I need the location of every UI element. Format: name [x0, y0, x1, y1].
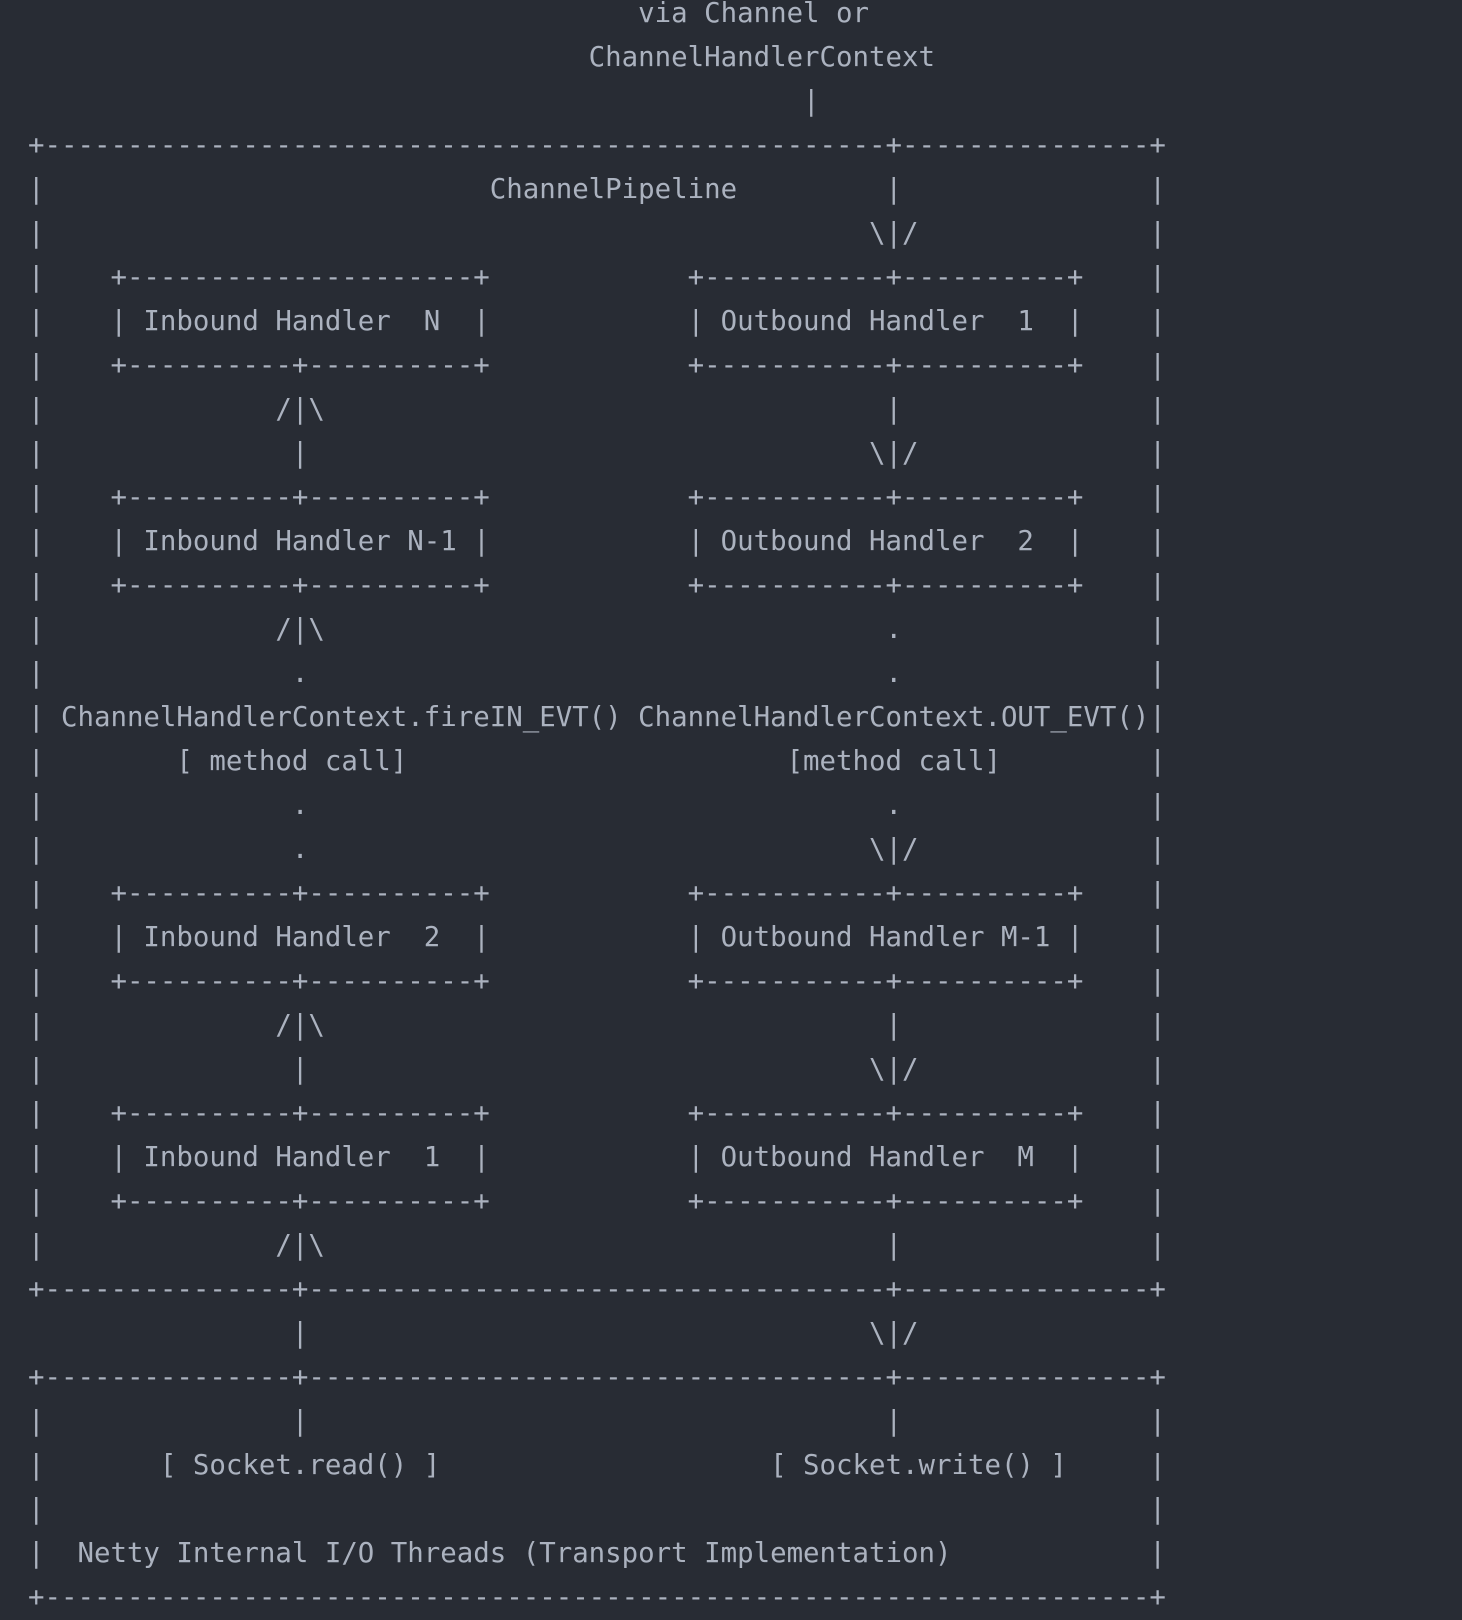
method-call-label: | [ method call] [method call] |	[28, 746, 1166, 777]
handler-box-border: | +----------+----------+ +-----------+-…	[28, 570, 1166, 601]
diagram-line: |	[28, 86, 820, 117]
io-threads-bottom-border: +---------------------------------------…	[28, 1582, 1166, 1613]
diagram-arrow-line: | | \|/ |	[28, 1054, 1166, 1085]
handler-box-border: | +---------------------+ +-----------+-…	[28, 262, 1166, 293]
handler-box-label: | | Inbound Handler N | | Outbound Handl…	[28, 306, 1166, 337]
handler-box-label: | | Inbound Handler 2 | | Outbound Handl…	[28, 922, 1166, 953]
diagram-arrow-line: | \|/	[28, 1318, 919, 1349]
io-threads-top-border: +---------------+-----------------------…	[28, 1362, 1166, 1393]
diagram-line: | | | |	[28, 1406, 1166, 1437]
context-method-line: | ChannelHandlerContext.fireIN_EVT() Cha…	[28, 702, 1166, 733]
diagram-line: ChannelHandlerContext	[28, 42, 935, 73]
diagram-line: | \|/ |	[28, 218, 1166, 249]
diagram-arrow-line: | /|\ | |	[28, 1010, 1166, 1041]
pipeline-top-border: +---------------------------------------…	[28, 130, 1166, 161]
pipeline-title-line: | ChannelPipeline | |	[28, 174, 1166, 205]
handler-box-border: | +----------+----------+ +-----------+-…	[28, 482, 1166, 513]
handler-box-border: | +----------+----------+ +-----------+-…	[28, 966, 1166, 997]
handler-box-border: | +----------+----------+ +-----------+-…	[28, 878, 1166, 909]
diagram-dots-line: | . . |	[28, 790, 1166, 821]
diagram-line: | |	[28, 1494, 1166, 1525]
io-threads-label: | Netty Internal I/O Threads (Transport …	[28, 1538, 1166, 1569]
diagram-line: via Channel or	[28, 0, 870, 29]
pipeline-bottom-border: +---------------+-----------------------…	[28, 1274, 1166, 1305]
handler-box-label: | | Inbound Handler N-1 | | Outbound Han…	[28, 526, 1166, 557]
diagram-dots-line: | . . |	[28, 658, 1166, 689]
channel-pipeline-ascii-diagram: via Channel or ChannelHandlerContext | +-…	[28, 0, 1166, 1620]
handler-box-border: | +----------+----------+ +-----------+-…	[28, 350, 1166, 381]
handler-box-border: | +----------+----------+ +-----------+-…	[28, 1098, 1166, 1129]
diagram-arrow-line: | /|\ . |	[28, 614, 1166, 645]
handler-box-label: | | Inbound Handler 1 | | Outbound Handl…	[28, 1142, 1166, 1173]
diagram-arrow-line: | | \|/ |	[28, 438, 1166, 469]
socket-calls-line: | [ Socket.read() ] [ Socket.write() ] |	[28, 1450, 1166, 1481]
diagram-arrow-line: | . \|/ |	[28, 834, 1166, 865]
diagram-arrow-line: | /|\ | |	[28, 394, 1166, 425]
handler-box-border: | +----------+----------+ +-----------+-…	[28, 1186, 1166, 1217]
diagram-arrow-line: | /|\ | |	[28, 1230, 1166, 1261]
